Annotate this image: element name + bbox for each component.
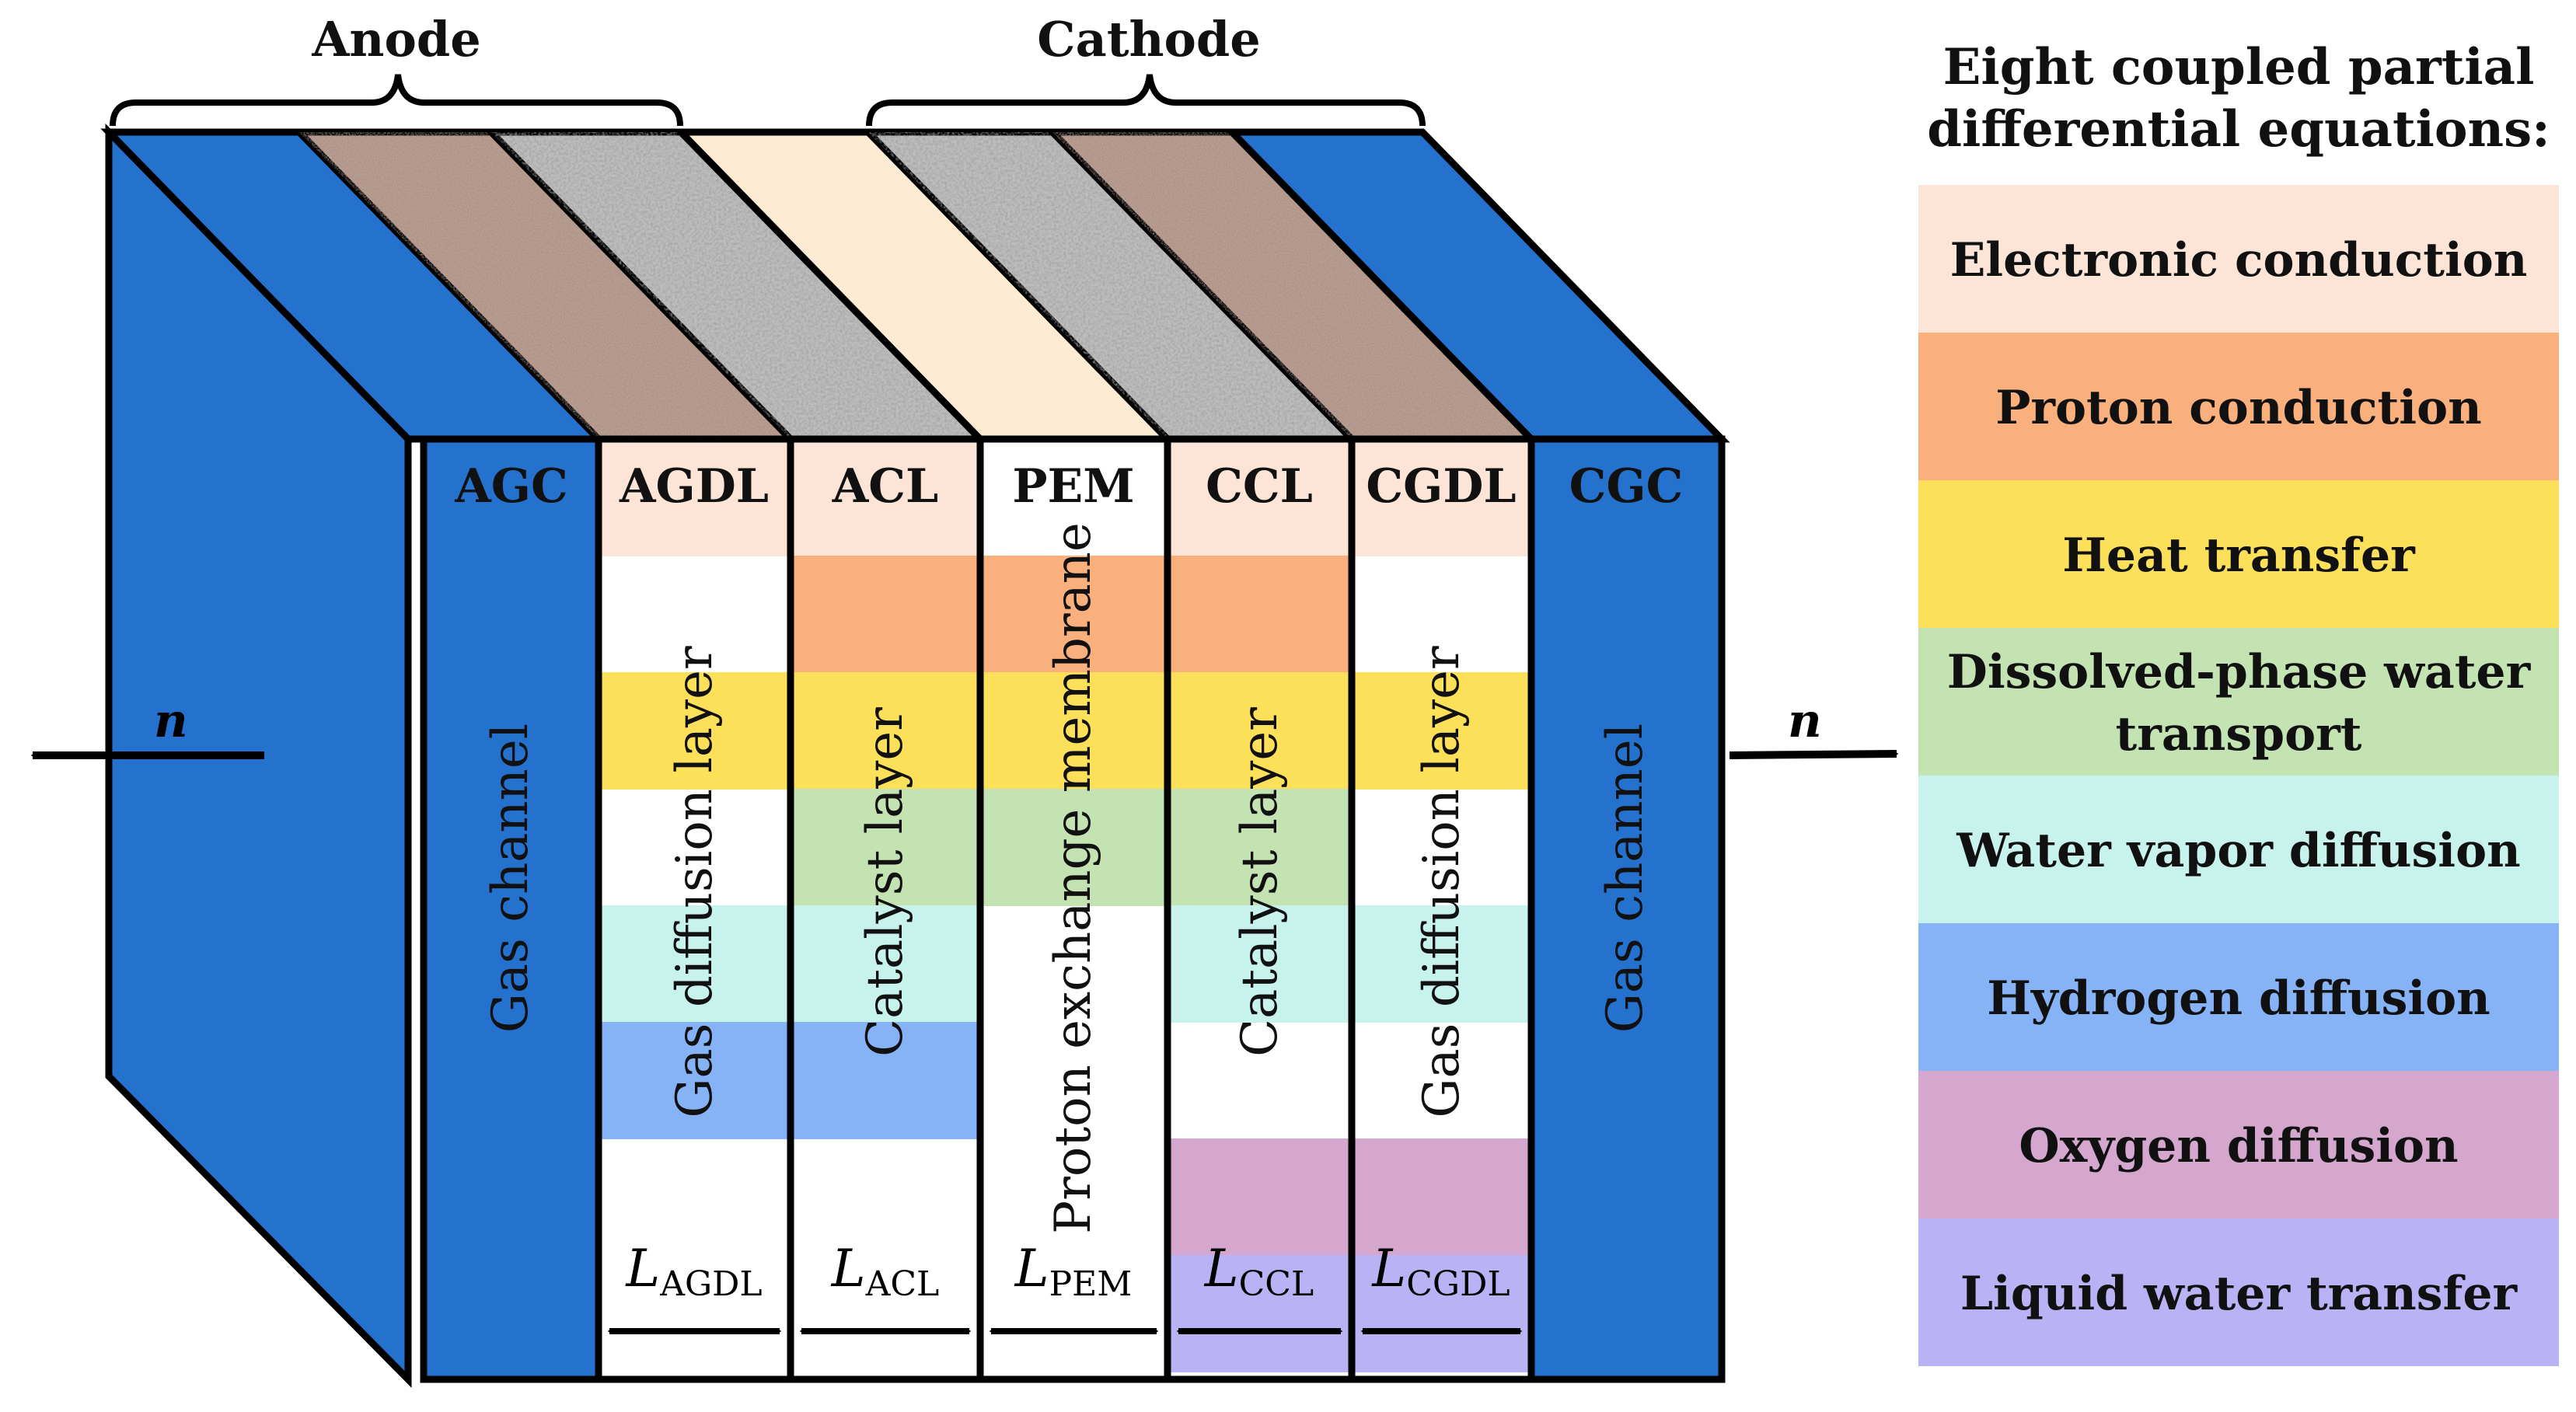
equation-band-cgdl bbox=[1352, 672, 1531, 790]
equation-band-acl bbox=[791, 905, 980, 1023]
legend-title-line1: Eight coupled partial bbox=[1943, 38, 2535, 96]
layer-abbr-agdl: AGDL bbox=[619, 459, 769, 514]
equation-band-pem bbox=[980, 672, 1168, 790]
layer-name-pem: Proton exchange membrane bbox=[1045, 522, 1102, 1234]
legend-item-label: Oxygen diffusion bbox=[2019, 1119, 2458, 1173]
equation-band-agdl bbox=[599, 439, 791, 556]
layer-name-agdl: Gas diffusion layer bbox=[666, 646, 724, 1118]
legend-swatch bbox=[1918, 628, 2559, 776]
legend-item-label: Hydrogen diffusion bbox=[1987, 971, 2490, 1026]
legend-swatch bbox=[1918, 480, 2559, 628]
legend-swatch bbox=[1918, 333, 2559, 480]
legend-item-label: Electronic conduction bbox=[1950, 233, 2528, 288]
top-face bbox=[100, 128, 1730, 443]
layer-abbr-cgdl: CGDL bbox=[1366, 459, 1516, 514]
equation-band-acl bbox=[791, 556, 980, 673]
equation-band-pem bbox=[980, 789, 1168, 906]
thickness-label-acl: LACL bbox=[831, 1239, 940, 1304]
legend-item-label: Liquid water transfer bbox=[1960, 1267, 2518, 1321]
cathode-brace bbox=[866, 74, 1426, 127]
equation-band-ccl bbox=[1168, 1138, 1352, 1256]
legend-item: Oxygen diffusion bbox=[1918, 1071, 2559, 1219]
layer-abbr-cgc: CGC bbox=[1569, 459, 1684, 514]
normal-label-left: n bbox=[154, 694, 188, 748]
layer-abbr-agc: AGC bbox=[454, 459, 568, 514]
equation-band-ccl bbox=[1168, 789, 1352, 906]
front-cgdl bbox=[1348, 435, 1535, 1383]
legend-title-line2: differential equations: bbox=[1927, 100, 2550, 159]
equation-band-cgdl bbox=[1352, 1255, 1531, 1372]
layer-abbr-ccl: CCL bbox=[1206, 459, 1313, 514]
legend: Eight coupled partial differential equat… bbox=[1918, 38, 2559, 1366]
legend-swatch bbox=[1918, 1071, 2559, 1219]
equation-band-ccl bbox=[1168, 1255, 1352, 1372]
equation-band-ccl bbox=[1168, 905, 1352, 1023]
equation-band-ccl bbox=[1168, 672, 1352, 790]
equation-band-acl bbox=[791, 672, 980, 790]
legend-item-label: Proton conduction bbox=[1995, 381, 2481, 435]
equation-band-ccl bbox=[1168, 556, 1352, 673]
legend-item: Proton conduction bbox=[1918, 333, 2559, 480]
legend-item: Electronic conduction bbox=[1918, 185, 2559, 333]
equation-band-ccl bbox=[1168, 439, 1352, 556]
legend-item: Heat transfer bbox=[1918, 480, 2559, 628]
front-face bbox=[420, 435, 1726, 1383]
layer-name-acl: Catalyst layer bbox=[857, 707, 914, 1057]
equation-band-cgdl bbox=[1352, 1138, 1531, 1256]
legend-item-label: Dissolved-phase water bbox=[1947, 645, 2532, 699]
thickness-label-ccl: LCCL bbox=[1204, 1239, 1314, 1304]
thickness-label-pem: LPEM bbox=[1014, 1239, 1133, 1304]
equation-band-agdl bbox=[599, 672, 791, 790]
front-cgc bbox=[1527, 435, 1726, 1383]
layer-abbr-acl: ACL bbox=[832, 459, 939, 514]
equation-band-cgdl bbox=[1352, 439, 1531, 556]
legend-item: Water vapor diffusion bbox=[1918, 776, 2559, 923]
layer-name-cgdl: Gas diffusion layer bbox=[1413, 646, 1471, 1118]
layer-abbr-pem: PEM bbox=[1012, 459, 1134, 514]
legend-swatch bbox=[1918, 923, 2559, 1071]
thickness-label-cgdl: LCGDL bbox=[1371, 1239, 1510, 1304]
legend-swatch bbox=[1918, 776, 2559, 923]
legend-item-label: Heat transfer bbox=[2062, 528, 2416, 583]
layer-name-cgc: Gas channel bbox=[1597, 723, 1654, 1033]
layer-name-agc: Gas channel bbox=[482, 723, 539, 1033]
normal-arrow-right bbox=[1729, 750, 1897, 759]
equation-band-acl bbox=[791, 439, 980, 556]
layer-name-ccl: Catalyst layer bbox=[1231, 707, 1289, 1057]
legend-item-label: Water vapor diffusion bbox=[1956, 824, 2520, 878]
equation-band-cgdl bbox=[1352, 905, 1531, 1023]
legend-item: Hydrogen diffusion bbox=[1918, 923, 2559, 1071]
anode-brace bbox=[110, 74, 683, 127]
legend-swatch bbox=[1918, 185, 2559, 333]
legend-item: Dissolved-phase water transport bbox=[1918, 628, 2559, 776]
legend-item: Liquid water transfer bbox=[1918, 1219, 2559, 1366]
equation-band-acl bbox=[791, 789, 980, 906]
legend-swatch bbox=[1918, 1219, 2559, 1366]
equation-band-pem bbox=[980, 556, 1168, 673]
equation-band-agdl bbox=[599, 905, 791, 1023]
cathode-label: Cathode bbox=[1037, 11, 1260, 68]
anode-label: Anode bbox=[311, 11, 480, 68]
equation-band-agdl bbox=[599, 1022, 791, 1139]
legend-item-label: transport bbox=[2116, 707, 2362, 762]
equation-band-acl bbox=[791, 1022, 980, 1139]
front-agc bbox=[420, 435, 602, 1383]
thickness-label-agdl: LAGDL bbox=[625, 1239, 762, 1304]
normal-label-right: n bbox=[1788, 694, 1822, 748]
